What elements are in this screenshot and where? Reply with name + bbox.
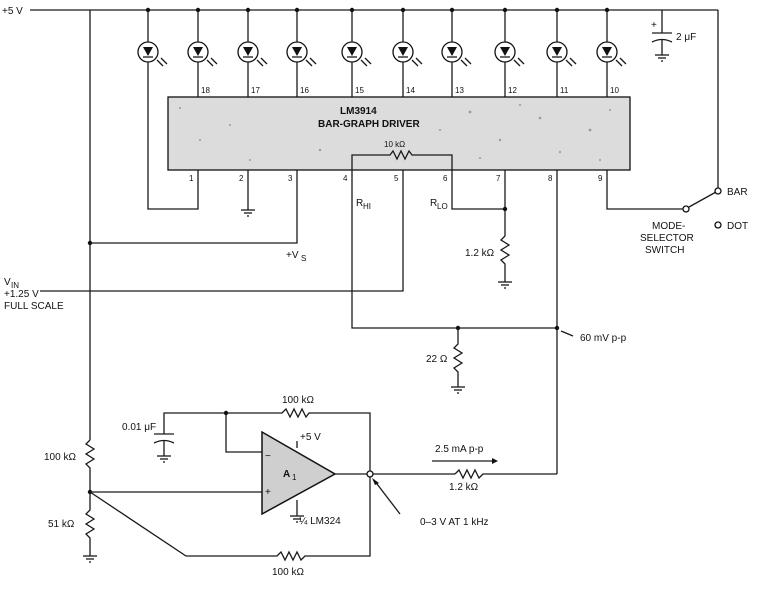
switch-common[interactable] (682, 205, 690, 213)
vin-full-scale: FULL SCALE (4, 301, 64, 312)
output-node (366, 470, 374, 478)
vs-subscript: S (301, 254, 306, 263)
r-1k2-pin7-label: 1.2 kΩ (465, 248, 495, 259)
led-1 (137, 10, 168, 67)
chip-bottom-pin: 4 (343, 174, 348, 183)
signal-60mv-label: 60 mV p-p (580, 333, 627, 344)
capacitor-001uf (153, 412, 226, 463)
led-10 (596, 10, 627, 97)
chip-top-pin: 18 (201, 86, 210, 95)
chip-top-pin-labels: 18 17 16 15 14 13 12 11 10 (201, 86, 619, 95)
chip-top-pin: 17 (251, 86, 260, 95)
chip-bottom-pin-labels: 1 2 3 4 5 6 7 8 9 (189, 174, 603, 183)
chip-top-pin: 11 (560, 86, 569, 95)
mode-label-3: SWITCH (645, 245, 684, 256)
r-100k-bottom-label: 100 kΩ (272, 567, 304, 578)
feedback-bottom-wire (89, 474, 371, 562)
opamp-subscript: 1 (292, 473, 297, 482)
arrow-60mv (560, 330, 574, 337)
pin2-ground (241, 170, 255, 217)
mode-label-2: SELECTOR (640, 233, 694, 244)
output-note-arrow (373, 479, 401, 515)
vin-label: V (4, 277, 11, 288)
opamp-a1 (261, 430, 337, 516)
rlo-label: R (430, 198, 437, 209)
r-feedback-top-label: 100 kΩ (282, 395, 314, 406)
pin1-wire (147, 62, 199, 210)
chip-top-pin: 10 (610, 86, 619, 95)
rlo-wire (451, 170, 505, 210)
mode-label-1: MODE- (652, 221, 685, 232)
chip-top-pin: 15 (355, 86, 364, 95)
chip-bottom-pin: 3 (288, 174, 293, 183)
supply-label: +5 V (2, 6, 23, 17)
pin3-vs-wire (90, 170, 298, 244)
resistor-51k (83, 492, 97, 563)
opamp-name: A (283, 469, 290, 480)
current-label: 2.5 mA p-p (435, 444, 484, 455)
led-3 (237, 10, 268, 97)
r-1k2-out-label: 1.2 kΩ (449, 482, 479, 493)
vin-wire (40, 170, 404, 292)
pin9-wire (606, 170, 683, 210)
opamp-part: ¼ LM324 (299, 515, 341, 527)
chip-bottom-pin: 8 (548, 174, 553, 183)
svg-text:+: + (651, 20, 657, 31)
capacitor-2uf: + (651, 10, 673, 62)
vs-label: +V (286, 250, 299, 261)
r-51-label: 51 kΩ (48, 519, 75, 530)
vin-subscript: IN (11, 281, 19, 290)
chip-bottom-pin: 1 (189, 174, 194, 183)
rhi-wire (351, 170, 557, 329)
chip-bottom-pin: 7 (496, 174, 501, 183)
led-9 (546, 10, 577, 97)
opamp-ground (290, 500, 304, 523)
chip-top-pin: 13 (455, 86, 464, 95)
resistor-22 (451, 328, 465, 394)
resistor-100k-left (84, 439, 96, 492)
chip-subtitle: BAR-GRAPH DRIVER (318, 119, 420, 130)
led-7 (441, 10, 472, 97)
resistor-1k2-pin7 (498, 230, 512, 289)
resistor-1k2-out (454, 468, 557, 480)
r-100k-left-label: 100 kΩ (44, 452, 76, 463)
chip-bottom-pin: 2 (239, 174, 244, 183)
led-6 (392, 10, 423, 97)
chip-texture (179, 104, 611, 161)
r-22-label: 22 Ω (426, 354, 448, 365)
output-note: 0–3 V AT 1 kHz (420, 517, 489, 528)
opamp-plus: + (265, 487, 271, 498)
cap-001-label: 0.01 μF (122, 422, 156, 433)
led-array (137, 7, 627, 97)
chip-top-pin: 14 (406, 86, 415, 95)
rhi-label: R (356, 198, 363, 209)
rhi-subscript: HI (363, 202, 371, 211)
lm3914-chip (167, 96, 631, 171)
opamp-supply-label: +5 V (300, 432, 321, 443)
led-4 (286, 10, 317, 97)
led-5 (341, 10, 372, 97)
led-2 (187, 10, 218, 97)
capacitor-2uf-label: 2 μF (676, 32, 696, 43)
led-8 (494, 10, 525, 97)
chip-internal-resistor (351, 149, 453, 170)
switch-bar-contact[interactable] (714, 187, 722, 195)
chip-bottom-pin: 5 (394, 174, 399, 183)
current-arrow (432, 458, 498, 464)
chip-bottom-pin: 9 (598, 174, 603, 183)
chip-resistor-label: 10 kΩ (384, 140, 405, 149)
rlo-subscript: LO (437, 202, 448, 211)
dot-label: DOT (727, 221, 748, 232)
chip-top-pin: 16 (300, 86, 309, 95)
switch-dot-contact[interactable] (714, 221, 722, 229)
chip-name: LM3914 (340, 106, 377, 117)
chip-bottom-pin: 6 (443, 174, 448, 183)
switch-lever[interactable] (688, 191, 717, 208)
chip-top-pin: 12 (508, 86, 517, 95)
opamp-minus: − (265, 451, 271, 462)
vin-voltage: +1.25 V (4, 289, 39, 300)
bar-label: BAR (727, 187, 748, 198)
